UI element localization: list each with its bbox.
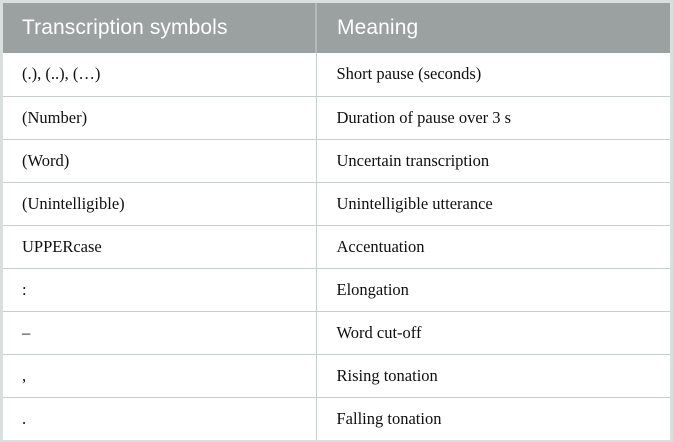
table-row: (.), (..), (…) Short pause (seconds) [3, 53, 670, 97]
column-header-transcription-symbols: Transcription symbols [22, 16, 228, 39]
column-header-meaning: Meaning [315, 3, 670, 53]
cell-meaning: Falling tonation [315, 397, 670, 440]
table-row: – Word cut-off [3, 311, 670, 355]
table-row: UPPERcase Accentuation [3, 225, 670, 269]
transcription-symbols-table: Transcription symbols Meaning (.), (..),… [3, 3, 670, 440]
cell-symbol: (.), (..), (…) [3, 53, 316, 97]
cell-meaning: Uncertain transcription [315, 139, 670, 183]
table-header: Transcription symbols Meaning [3, 3, 670, 53]
cell-meaning: Accentuation [315, 225, 670, 269]
cell-meaning: Rising tonation [315, 354, 670, 398]
cell-meaning: Short pause (seconds) [315, 53, 670, 97]
cell-meaning: Unintelligible utterance [315, 182, 670, 226]
cell-meaning: Elongation [315, 268, 670, 312]
table-row: (Word) Uncertain transcription [3, 139, 670, 183]
table-row: (Number) Duration of pause over 3 s [3, 96, 670, 140]
cell-symbol: , [3, 354, 316, 398]
table-row: . Falling tonation [3, 397, 670, 440]
cell-symbol: (Word) [3, 139, 316, 183]
table-row: (Unintelligible) Unintelligible utteranc… [3, 182, 670, 226]
cell-meaning: Duration of pause over 3 s [315, 96, 670, 140]
cell-symbol: . [3, 397, 316, 440]
table-row: , Rising tonation [3, 354, 670, 398]
cell-meaning: Word cut-off [315, 311, 670, 355]
cell-symbol: (Unintelligible) [3, 182, 316, 226]
cell-symbol: (Number) [3, 96, 316, 140]
table-header-row: Transcription symbols Meaning [3, 3, 670, 53]
cell-symbol: UPPERcase [3, 225, 316, 269]
table-row: : Elongation [3, 268, 670, 312]
table-body: (.), (..), (…) Short pause (seconds) (Nu… [3, 53, 670, 440]
cell-symbol: : [3, 268, 316, 312]
cell-symbol: – [3, 311, 316, 355]
